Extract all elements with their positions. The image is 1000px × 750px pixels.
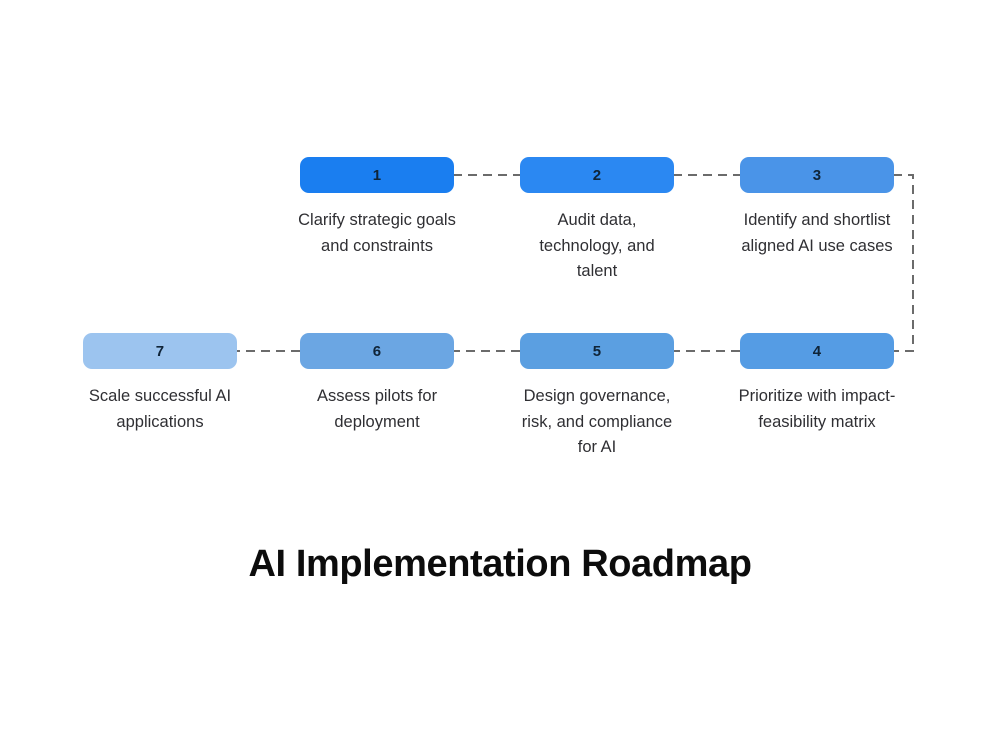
step-badge-2[interactable]: 2	[520, 157, 674, 193]
diagram-title: AI Implementation Roadmap	[248, 543, 752, 585]
step-caption-5: Design governance, risk, and compliance …	[521, 387, 673, 457]
step-number-6: 6	[372, 342, 382, 360]
step-caption-1: Clarify strategic goals and constraints	[298, 211, 456, 255]
step-number-3: 3	[812, 166, 822, 184]
step-badge-3[interactable]: 3	[740, 157, 894, 193]
step-node-7[interactable]: 7 Scale successful AI applications	[83, 333, 237, 435]
step-number-4: 4	[812, 342, 822, 360]
step-number-7: 7	[155, 342, 165, 360]
step-badge-1[interactable]: 1	[300, 157, 454, 193]
step-node-3[interactable]: 3 Identify and shortlist aligned AI use …	[740, 157, 894, 259]
step-caption-7: Scale successful AI applications	[88, 387, 232, 431]
step-badge-5[interactable]: 5	[520, 333, 674, 369]
step-node-2[interactable]: 2 Audit data, technology, and talent	[520, 157, 674, 285]
step-number-5: 5	[592, 342, 602, 360]
step-node-6[interactable]: 6 Assess pilots for deployment	[300, 333, 454, 435]
step-node-1[interactable]: 1 Clarify strategic goals and constraint…	[298, 157, 456, 259]
step-node-5[interactable]: 5 Design governance, risk, and complianc…	[520, 333, 674, 461]
step-badge-4[interactable]: 4	[740, 333, 894, 369]
step-caption-4: Prioritize with impact- feasibility matr…	[738, 387, 896, 431]
step-number-2: 2	[592, 166, 602, 184]
step-caption-6: Assess pilots for deployment	[316, 387, 438, 431]
step-badge-6[interactable]: 6	[300, 333, 454, 369]
step-node-4[interactable]: 4 Prioritize with impact- feasibility ma…	[739, 333, 895, 435]
step-number-1: 1	[372, 166, 382, 184]
step-caption-3: Identify and shortlist aligned AI use ca…	[741, 211, 893, 255]
step-caption-2: Audit data, technology, and talent	[539, 211, 655, 281]
step-badge-7[interactable]: 7	[83, 333, 237, 369]
connector-3-to-4	[893, 174, 914, 352]
